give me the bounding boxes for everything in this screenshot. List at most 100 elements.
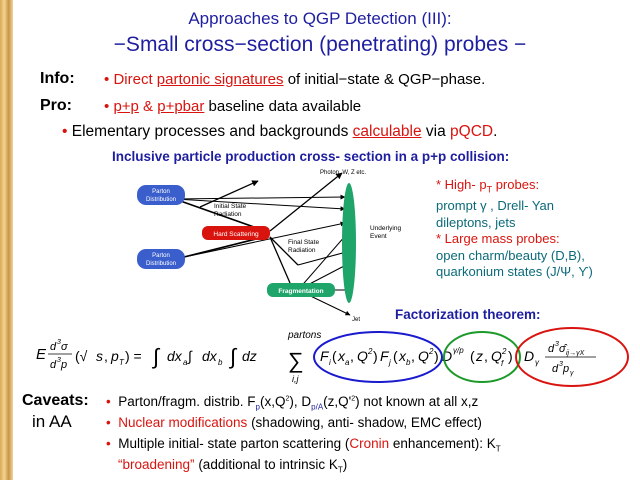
bullet: • [62, 123, 68, 140]
pd1-line2: Distribution [146, 197, 176, 203]
svg-text:Q: Q [491, 348, 502, 364]
cross-section-ellipse [515, 327, 629, 387]
parton-diagram: Parton Distribution Parton Distribution … [137, 170, 401, 323]
svg-text:2: 2 [367, 347, 373, 356]
probe-line-6: quarkonium states (J/Ψ, ϒ) [436, 264, 593, 280]
svg-text:E: E [36, 346, 47, 363]
fragmentation-ellipse [443, 331, 521, 383]
svg-text:2: 2 [428, 347, 434, 356]
underlying-label-1: Underlying [370, 225, 401, 232]
svg-text:d: d [50, 359, 57, 371]
photon-label: Photon, W, Z etc. [320, 170, 366, 176]
svg-text:d: d [50, 341, 57, 353]
svg-text:3: 3 [57, 339, 61, 346]
svg-text:x: x [398, 348, 407, 364]
svg-text:(: ( [470, 348, 475, 364]
probe-line-3: dileptons, jets [436, 214, 516, 230]
svg-text:T: T [119, 358, 125, 367]
frag-line [269, 236, 291, 284]
fsr-line [269, 236, 299, 266]
probe-line-2: prompt γ , Drell- Yan [436, 198, 555, 214]
svg-text:ij→γX: ij→γX [566, 350, 585, 357]
svg-text:p: p [110, 348, 119, 364]
pro-line: • p+p & p+pbar baseline data available [104, 98, 361, 115]
svg-text:γ: γ [535, 358, 540, 367]
svg-text:Q: Q [418, 348, 429, 364]
svg-text:j: j [388, 358, 391, 367]
calculable-link[interactable]: calculable [352, 123, 422, 140]
svg-text:∫: ∫ [228, 344, 238, 369]
ppbar-link[interactable]: p+pbar [157, 98, 205, 115]
svg-text:,: , [350, 348, 354, 364]
jet-label: Jet [352, 317, 360, 323]
svg-text:Q: Q [357, 348, 368, 364]
svg-text:dx: dx [202, 348, 218, 364]
pp-link[interactable]: p+p [113, 98, 139, 115]
svg-text:d: d [552, 363, 559, 375]
svg-text:3: 3 [555, 341, 559, 348]
svg-text:σ: σ [61, 341, 68, 353]
isr-arrow [199, 180, 259, 208]
svg-text:s: s [96, 348, 103, 364]
jet-ellipse [342, 183, 356, 303]
svg-text:) =: ) = [125, 348, 142, 364]
probe-line-1: * High- pT probes: [436, 177, 540, 195]
pd2-line2: Distribution [146, 261, 176, 267]
svg-text:a: a [183, 358, 188, 367]
svg-text:(: ( [332, 348, 337, 364]
svg-text:3: 3 [559, 361, 563, 368]
svg-text:dx: dx [167, 348, 183, 364]
caveat-1: • Parton/fragm. distrib. Fp(x,Q2), Dp/A(… [106, 394, 479, 412]
underlying-line-3 [174, 194, 346, 200]
svg-text:b: b [406, 358, 411, 367]
svg-text:(√: (√ [75, 348, 88, 364]
svg-text:(: ( [393, 348, 398, 364]
svg-text:∑: ∑ [288, 348, 304, 373]
caveat-2: • Nuclear modifications (shadowing, anti… [106, 415, 482, 430]
left-decorative-strip [0, 0, 13, 480]
sum-index: i,j [292, 374, 300, 384]
amp-text: & [138, 98, 158, 115]
info-text-red: Direct [113, 71, 157, 88]
probe-line-4: * Large mass probes: [436, 231, 560, 247]
pd2-line1: Parton [152, 253, 170, 259]
svg-text:x: x [337, 348, 346, 364]
caveats-label: Caveats: [22, 392, 89, 409]
parton-distribution-box-1 [137, 185, 185, 205]
isr-label-2: Radiation [214, 211, 242, 218]
svg-text:σ̂: σ̂ [559, 343, 568, 355]
via-text: via [421, 123, 451, 140]
underlying-line-2 [174, 221, 346, 260]
svg-text:∫: ∫ [151, 344, 161, 369]
hard-scattering-box [202, 226, 270, 240]
svg-text:dz: dz [242, 348, 257, 364]
svg-text:p: p [562, 363, 569, 375]
svg-text:z: z [475, 348, 483, 364]
elementary-text: Elementary processes and backgrounds [71, 123, 353, 140]
pqcd-text: pQCD [450, 123, 494, 140]
caveat-4: “broadening” (additional to intrinsic KT… [118, 457, 348, 475]
isr-label-1: Initial State [214, 203, 247, 210]
fsr-arrow [297, 249, 351, 266]
info-text: of initial−state & QGP−phase. [283, 71, 486, 88]
svg-text:i: i [329, 358, 331, 367]
svg-text:,: , [411, 348, 415, 364]
hard-scattering-label: Hard Scattering [213, 231, 259, 238]
caveat-3: • Multiple initial- state parton scatter… [106, 436, 501, 454]
partonic-signatures-link[interactable]: partonic signatures [156, 71, 284, 88]
slide-subtitle: −Small cross−section (penetrating) probe… [113, 33, 527, 56]
svg-text:,: , [104, 348, 108, 364]
parton-distribution-box-2 [137, 249, 185, 269]
fsr-label-1: Final State [288, 239, 319, 246]
pro-label: Pro: [40, 97, 72, 114]
pro-text: baseline data available [204, 98, 362, 115]
svg-text:2: 2 [501, 347, 507, 356]
jet-line-1 [297, 234, 347, 291]
svg-text:): ) [508, 348, 513, 364]
underlying-label-2: Event [370, 233, 387, 240]
pd1-line1: Parton [152, 189, 170, 195]
svg-text:): ) [434, 348, 439, 364]
slide-title: Approaches to QGP Detection (III): [188, 9, 452, 28]
elementary-line: • Elementary processes and backgrounds c… [62, 123, 497, 141]
